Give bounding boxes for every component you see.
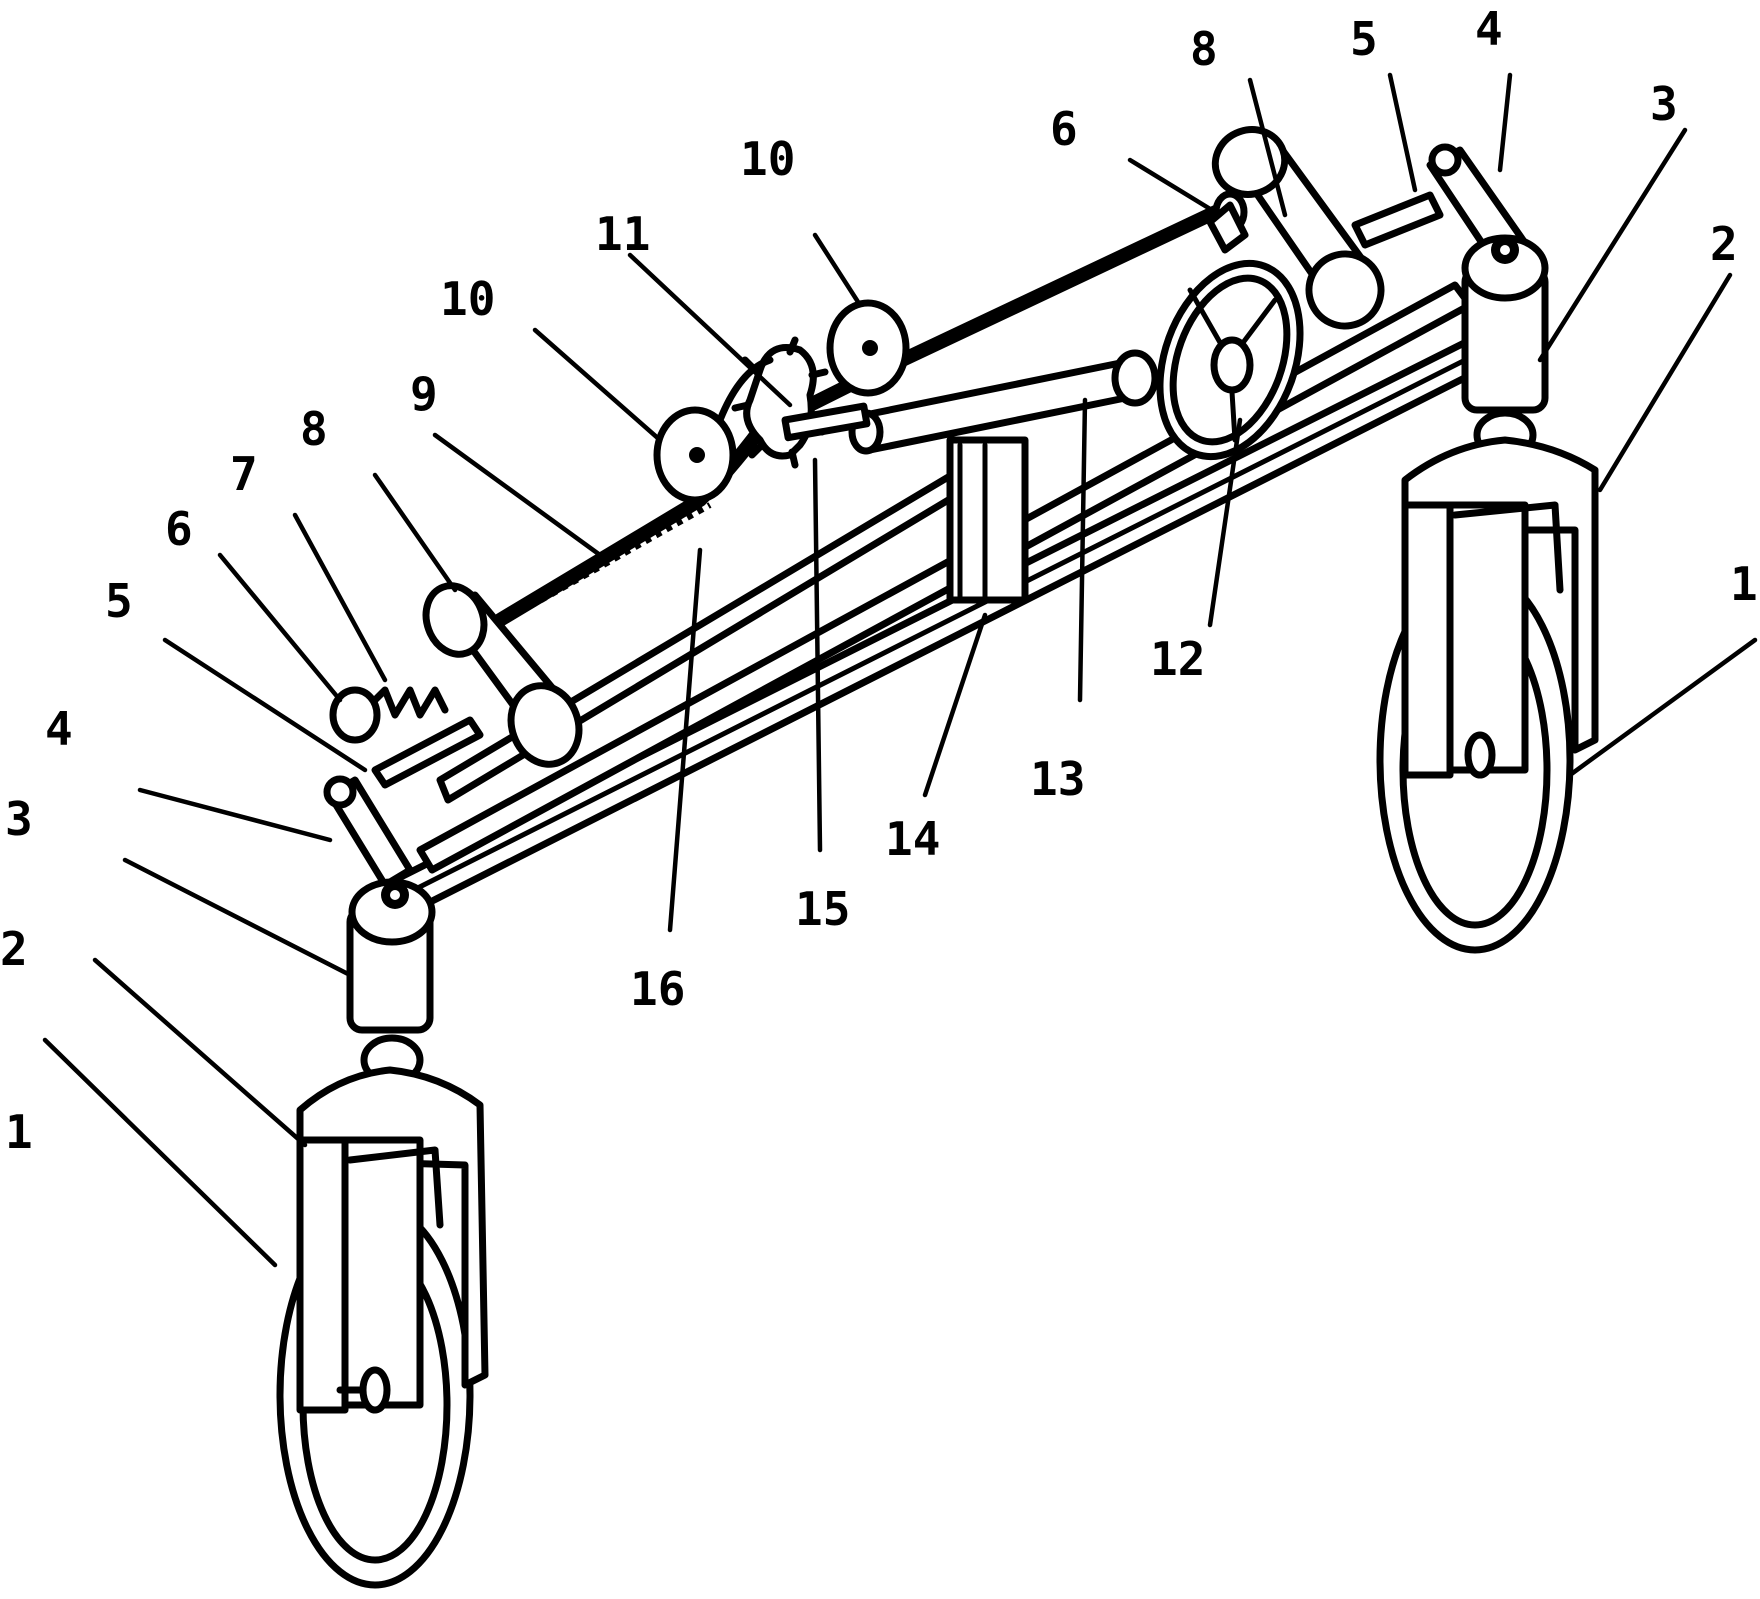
label-4-right: 4 bbox=[1475, 2, 1503, 56]
label-6-left: 6 bbox=[165, 502, 193, 556]
label-12: 12 bbox=[1150, 632, 1205, 686]
label-5-right: 5 bbox=[1350, 12, 1378, 66]
label-13: 13 bbox=[1030, 752, 1085, 806]
label-8-left: 8 bbox=[300, 402, 328, 456]
label-3-right: 3 bbox=[1650, 77, 1678, 131]
label-15: 15 bbox=[795, 882, 850, 936]
label-2-right: 2 bbox=[1710, 217, 1738, 271]
label-3-left: 3 bbox=[5, 792, 33, 846]
label-16: 16 bbox=[630, 962, 685, 1016]
label-4-left: 4 bbox=[45, 702, 73, 756]
label-2-left: 2 bbox=[0, 922, 28, 976]
idler-wheel-10-left bbox=[657, 410, 733, 500]
idler-wheel-10-right bbox=[830, 303, 906, 393]
label-8-right: 8 bbox=[1190, 22, 1218, 76]
label-10-left: 10 bbox=[440, 272, 495, 326]
label-9: 9 bbox=[410, 367, 438, 421]
rod-5-right bbox=[1355, 195, 1440, 245]
kingpin-3-left bbox=[350, 881, 432, 1082]
bolt-6-right bbox=[1210, 194, 1245, 250]
spring-7-left bbox=[370, 690, 445, 715]
crank-4-left bbox=[327, 779, 410, 885]
label-1-right: 1 bbox=[1730, 557, 1758, 611]
kingpin-3-right bbox=[1465, 236, 1545, 457]
label-7-left: 7 bbox=[230, 447, 258, 501]
label-14: 14 bbox=[885, 812, 940, 866]
label-6-right: 6 bbox=[1050, 102, 1078, 156]
label-1-left: 1 bbox=[5, 1105, 33, 1159]
center-support bbox=[950, 440, 1025, 600]
label-10-right: 10 bbox=[740, 132, 795, 186]
label-11: 11 bbox=[595, 207, 650, 261]
label-5-left: 5 bbox=[105, 574, 133, 628]
